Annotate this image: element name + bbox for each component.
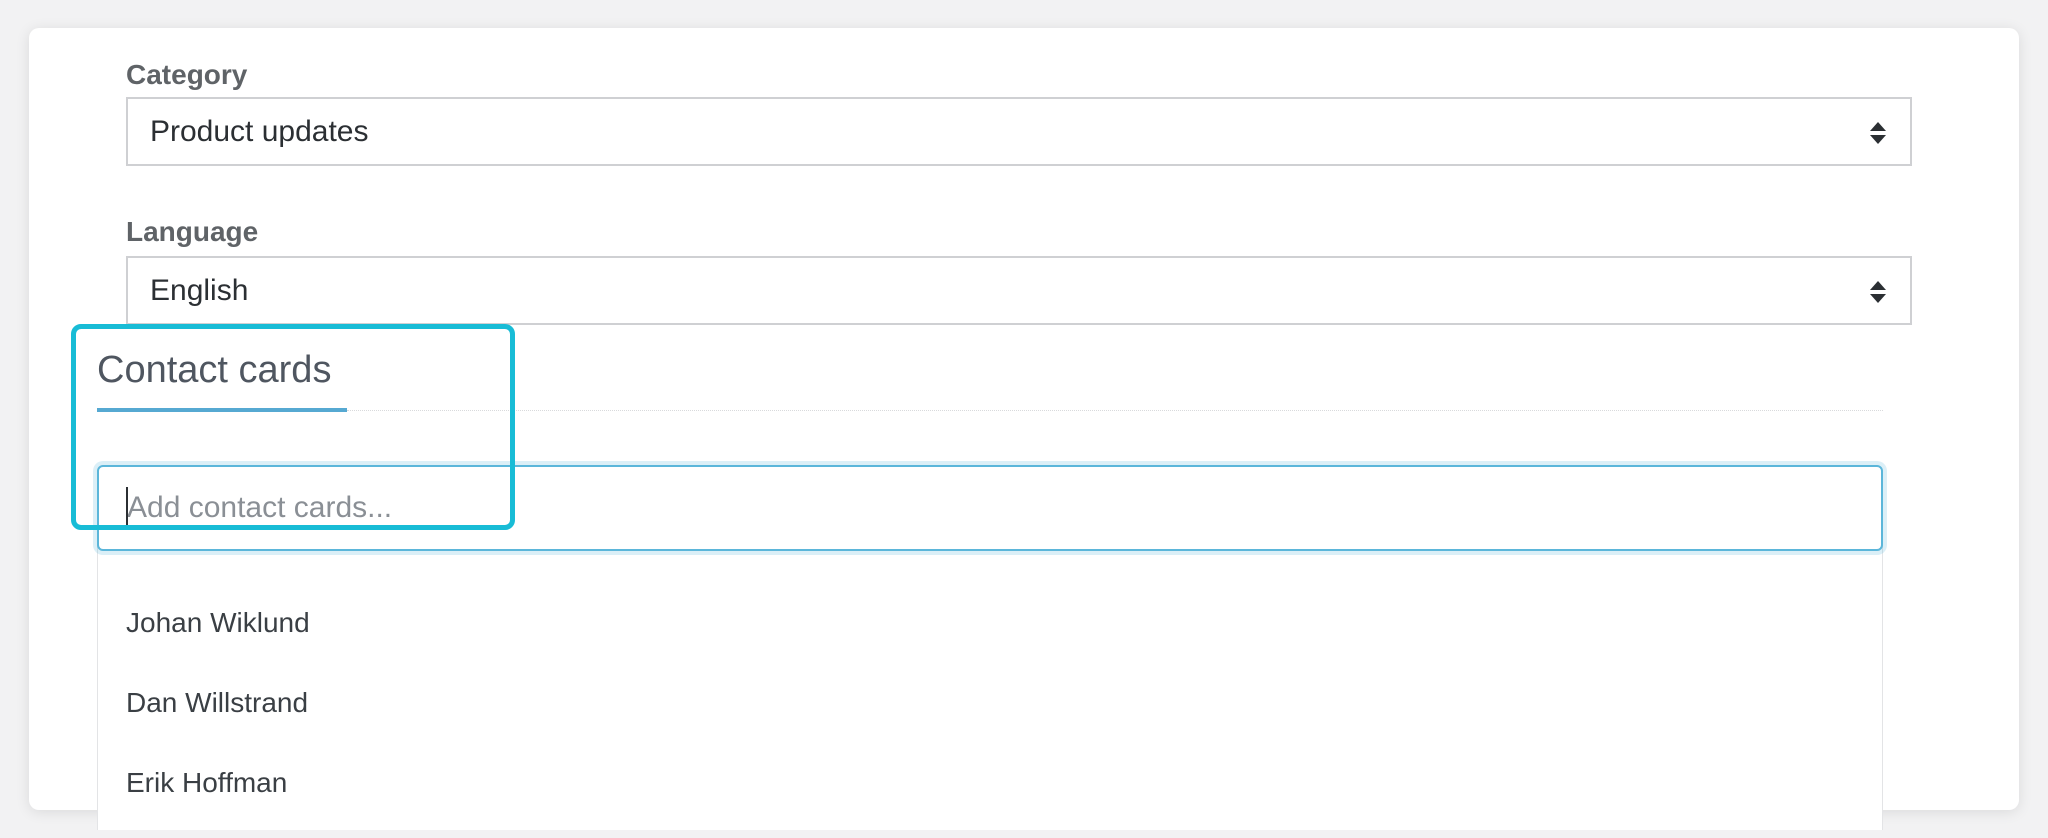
language-select-value: English	[150, 274, 249, 307]
category-select[interactable]: Product updates	[126, 97, 1912, 166]
sort-arrows-icon	[1870, 122, 1886, 144]
contact-option[interactable]: Dan Willstrand	[126, 687, 309, 718]
contact-option[interactable]: Johan Wiklund	[126, 607, 310, 638]
contact-cards-search-input[interactable]	[127, 479, 1827, 537]
section-title-underline	[97, 408, 347, 412]
contact-option[interactable]: Erik Hoffman	[126, 767, 288, 798]
language-select[interactable]: English	[126, 256, 1912, 325]
language-label: Language	[126, 216, 259, 247]
contact-options-dropdown: Johan Wiklund Dan Willstrand Erik Hoffma…	[97, 530, 1883, 830]
contact-cards-search-box[interactable]	[97, 465, 1883, 551]
category-label: Category	[126, 59, 248, 90]
text-caret	[126, 487, 128, 529]
sort-arrows-icon	[1870, 281, 1886, 303]
category-select-value: Product updates	[150, 115, 369, 148]
contact-cards-title: Contact cards	[97, 349, 332, 391]
section-divider	[347, 410, 1883, 411]
